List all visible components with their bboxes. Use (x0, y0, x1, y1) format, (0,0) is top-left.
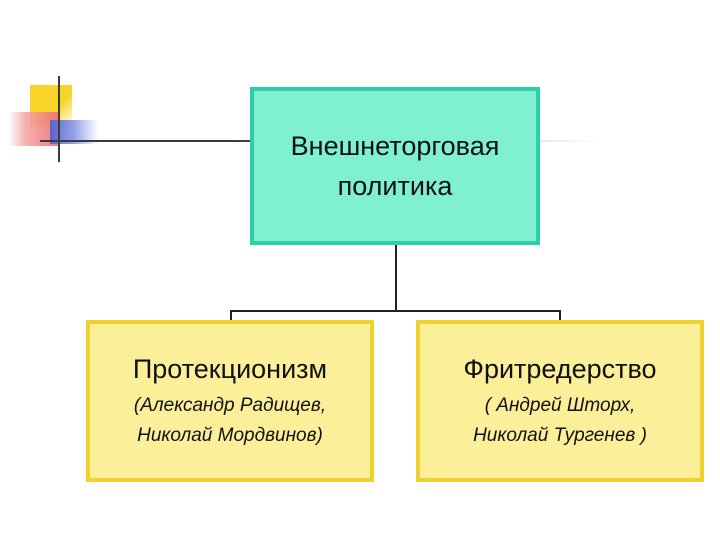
root-node-label: Внешнеторговая политика (265, 126, 525, 206)
connector-root-down (395, 245, 397, 311)
branch-title: Фритредерство (463, 354, 657, 384)
connector-to-left-node (230, 310, 232, 320)
branch-title: Протекционизм (132, 354, 328, 384)
branch-people-line-1: ( Андрей Шторх, (484, 395, 636, 416)
connector-horizontal (230, 310, 561, 312)
branch-people-line-1: (Александр Радищев, (133, 395, 327, 416)
branch-node-free-trade: Фритредерство ( Андрей Шторх, Николай Ту… (416, 320, 704, 482)
branch-node-protectionism: Протекционизм (Александр Радищев, Никола… (86, 320, 374, 482)
decor-vertical-line (58, 76, 60, 162)
branch-people-line-2: Николай Тургенев ) (473, 425, 647, 446)
root-line-2: политика (337, 171, 453, 201)
branch-people-line-2: Николай Мордвинов) (137, 425, 323, 446)
root-line-1: Внешнеторговая (290, 131, 500, 161)
connector-to-right-node (559, 310, 561, 320)
root-node: Внешнеторговая политика (250, 87, 540, 245)
